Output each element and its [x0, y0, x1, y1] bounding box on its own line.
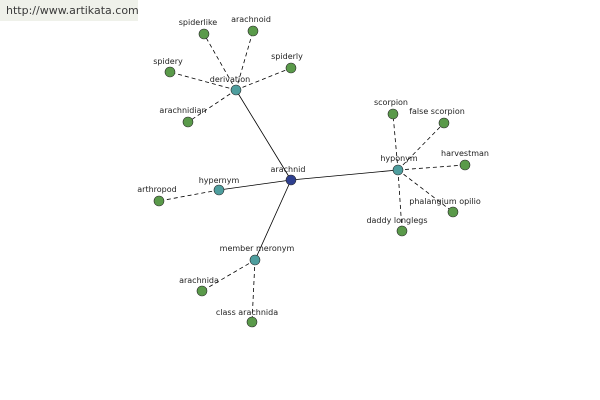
- edge-center-to-member-meronym: [254, 179, 292, 261]
- leaf-node-harvestman-dot[interactable]: [459, 159, 471, 171]
- relation-node-member-meronym[interactable]: member meronym: [220, 244, 295, 266]
- leaf-node-daddy-longlegs[interactable]: daddy longlegs: [366, 216, 428, 237]
- edge-center-to-hyponym: [290, 169, 399, 181]
- source-url-badge[interactable]: http://www.artikata.com: [0, 0, 139, 21]
- leaf-node-arachnidian-label: arachnidian: [159, 106, 206, 115]
- relation-node-derivation-dot[interactable]: [230, 84, 242, 96]
- leaf-node-false-scorpion[interactable]: false scorpion: [409, 107, 465, 129]
- leaf-node-scorpion-dot[interactable]: [387, 108, 399, 120]
- leaf-node-spiderlike-dot[interactable]: [198, 28, 210, 40]
- relation-node-hypernym-dot[interactable]: [213, 184, 225, 196]
- edge-member-meronym-to-arachnida: [201, 259, 256, 292]
- leaf-node-false-scorpion-label: false scorpion: [409, 107, 465, 116]
- leaf-node-arachnidian[interactable]: arachnidian: [159, 106, 207, 128]
- leaf-node-phalangium-opilio-label: phalangium opilio: [409, 197, 481, 206]
- leaf-node-harvestman[interactable]: harvestman: [441, 149, 489, 171]
- leaf-node-spidery[interactable]: spidery: [153, 57, 183, 78]
- leaf-node-phalangium-opilio[interactable]: phalangium opilio: [409, 197, 481, 218]
- edge-member-meronym-to-class-arachnida: [251, 259, 256, 323]
- leaf-node-arachnoid-dot[interactable]: [247, 25, 259, 37]
- relation-node-derivation[interactable]: derivation: [210, 75, 250, 96]
- leaf-node-arachnida[interactable]: arachnida: [179, 276, 219, 297]
- relation-node-hyponym-label: hyponym: [380, 154, 418, 163]
- leaf-node-daddy-longlegs-dot[interactable]: [396, 225, 408, 237]
- graph-edges: [158, 30, 466, 323]
- center-node-arachnid-dot[interactable]: [285, 174, 297, 186]
- leaf-node-arachnoid[interactable]: arachnoid: [231, 15, 271, 37]
- leaf-node-arthropod[interactable]: arthropod: [137, 185, 177, 207]
- leaf-node-phalangium-opilio-dot[interactable]: [447, 206, 459, 218]
- leaf-node-arthropod-dot[interactable]: [153, 195, 165, 207]
- leaf-node-scorpion[interactable]: scorpion: [374, 98, 408, 120]
- edge-derivation-to-spiderlike: [203, 33, 237, 91]
- relation-node-member-meronym-label: member meronym: [220, 244, 295, 253]
- leaf-node-spiderlike[interactable]: spiderlike: [179, 18, 218, 40]
- leaf-node-spiderlike-label: spiderlike: [179, 18, 218, 27]
- leaf-node-arachnidian-dot[interactable]: [182, 116, 194, 128]
- center-node-arachnid-label: arachnid: [271, 165, 306, 174]
- leaf-node-harvestman-label: harvestman: [441, 149, 489, 158]
- leaf-node-arachnoid-label: arachnoid: [231, 15, 271, 24]
- leaf-node-daddy-longlegs-label: daddy longlegs: [366, 216, 427, 225]
- edge-hyponym-to-daddy-longlegs: [397, 169, 403, 232]
- edge-center-to-derivation: [235, 89, 292, 181]
- graph-nodes: derivation spiderlike arachnoid spidery spid…: [137, 15, 489, 328]
- edge-hyponym-to-false-scorpion: [397, 122, 445, 171]
- center-node-arachnid[interactable]: arachnid: [271, 165, 306, 186]
- leaf-node-spiderly[interactable]: spiderly: [271, 52, 303, 74]
- edge-center-to-hypernym: [218, 179, 292, 191]
- leaf-node-class-arachnida-label: class arachnida: [216, 308, 278, 317]
- relation-node-hyponym[interactable]: hyponym: [380, 154, 418, 176]
- leaf-node-spidery-dot[interactable]: [164, 66, 176, 78]
- leaf-node-arthropod-label: arthropod: [137, 185, 176, 194]
- relation-node-hypernym-label: hypernym: [199, 176, 240, 185]
- edge-derivation-to-spidery: [169, 71, 237, 91]
- relation-node-derivation-label: derivation: [210, 75, 250, 84]
- relation-node-hypernym[interactable]: hypernym: [199, 176, 240, 196]
- leaf-node-false-scorpion-dot[interactable]: [438, 117, 450, 129]
- relation-node-hyponym-dot[interactable]: [392, 164, 404, 176]
- edge-derivation-to-arachnidian: [187, 89, 237, 123]
- edge-hypernym-to-arthropod: [158, 189, 220, 202]
- leaf-node-class-arachnida-dot[interactable]: [246, 316, 258, 328]
- leaf-node-arachnida-label: arachnida: [179, 276, 219, 285]
- edge-hyponym-to-harvestman: [397, 164, 466, 171]
- leaf-node-class-arachnida[interactable]: class arachnida: [216, 308, 278, 328]
- edge-derivation-to-arachnoid: [235, 30, 254, 91]
- leaf-node-spidery-label: spidery: [153, 57, 183, 66]
- relation-node-member-meronym-dot[interactable]: [249, 254, 261, 266]
- leaf-node-spiderly-label: spiderly: [271, 52, 303, 61]
- leaf-node-spiderly-dot[interactable]: [285, 62, 297, 74]
- leaf-node-arachnida-dot[interactable]: [196, 285, 208, 297]
- edge-derivation-to-spiderly: [235, 67, 292, 91]
- edge-hyponym-to-scorpion: [392, 113, 399, 171]
- leaf-node-scorpion-label: scorpion: [374, 98, 408, 107]
- edge-hyponym-to-phalangium-opilio: [397, 169, 454, 213]
